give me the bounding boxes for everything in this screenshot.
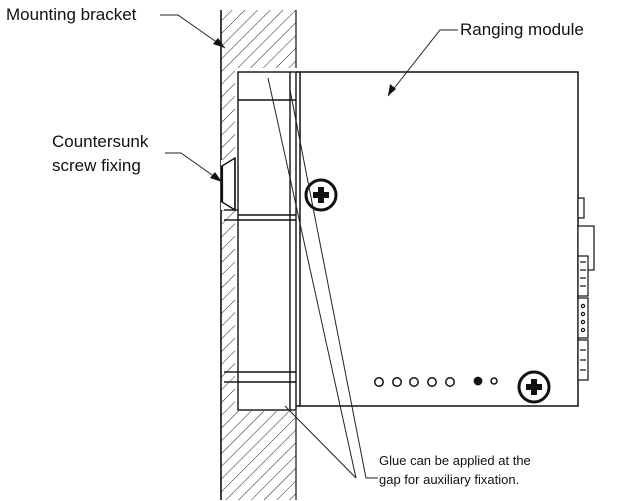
countersunk-label-line2: screw fixing [52,156,141,175]
indicator-hole-icon [392,377,402,387]
indicator-hole-icon [490,377,498,385]
indicator-hole-icon [445,377,455,387]
countersunk-label-line1: Countersunk [52,132,149,151]
module-flange [224,71,297,411]
indicator-holes [374,376,498,387]
ranging-module [296,71,579,407]
glue-note-line2: gap for auxiliary fixation. [379,472,520,487]
phillips-screw-icon [304,178,338,212]
side-connectors [577,197,595,381]
phillips-screw-icon [517,370,551,404]
mounting-bracket-label: Mounting bracket [6,5,137,24]
ranging-module-label: Ranging module [460,20,584,39]
indicator-hole-icon [409,377,419,387]
indicator-led-icon [473,376,483,386]
countersunk-screw [220,156,236,212]
leader-lines [160,14,458,479]
glue-note-line1: Glue can be applied at the [379,453,531,468]
indicator-hole-icon [427,377,437,387]
indicator-hole-icon [374,377,384,387]
